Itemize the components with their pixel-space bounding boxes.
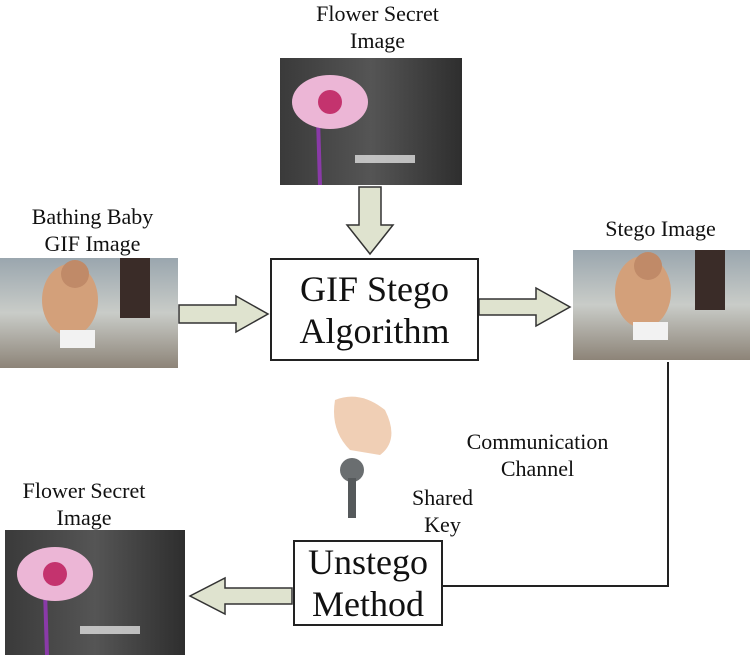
flower-secret-image-recovered: [5, 530, 185, 656]
arrow-secret-to-algorithm: [345, 186, 395, 256]
stego-image-label: Stego Image: [605, 216, 716, 241]
label-line: Flower Secret: [22, 478, 146, 503]
arrow-unstego-to-recovered: [188, 576, 293, 616]
arrow-algorithm-to-stego: [478, 286, 572, 328]
unstego-method-box: Unstego Method: [293, 540, 443, 626]
shared-key-label: Shared Key: [395, 484, 490, 538]
flower-secret-image-top: [280, 58, 462, 186]
box-line: GIF Stego: [299, 268, 449, 309]
label-line: Shared: [411, 485, 474, 510]
box-line: Method: [312, 584, 424, 624]
key-in-hand-icon: [334, 396, 392, 518]
box-line: Unstego: [308, 542, 428, 582]
label-line: GIF Image: [44, 231, 141, 256]
gif-stego-algorithm-box: GIF Stego Algorithm: [270, 258, 479, 361]
top-secret-label: Flower Secret Image: [280, 0, 475, 54]
communication-channel-label: Communication Channel: [440, 428, 635, 482]
label-line: Bathing Baby: [31, 204, 154, 229]
bathing-baby-image: [0, 258, 178, 368]
arrow-cover-to-algorithm: [178, 294, 270, 334]
communication-channel-line: [443, 362, 669, 587]
label-line: Key: [424, 512, 461, 537]
box-line: Algorithm: [299, 310, 450, 351]
label-line: Image: [56, 505, 112, 530]
label-line: Channel: [500, 456, 575, 481]
recovered-secret-label: Flower Secret Image: [0, 477, 168, 531]
stego-image: [573, 250, 750, 360]
cover-label: Bathing Baby GIF Image: [0, 203, 185, 257]
label-line: Flower Secret: [316, 1, 439, 26]
label-line: Communication: [466, 429, 609, 454]
label-line: Image: [350, 28, 405, 53]
